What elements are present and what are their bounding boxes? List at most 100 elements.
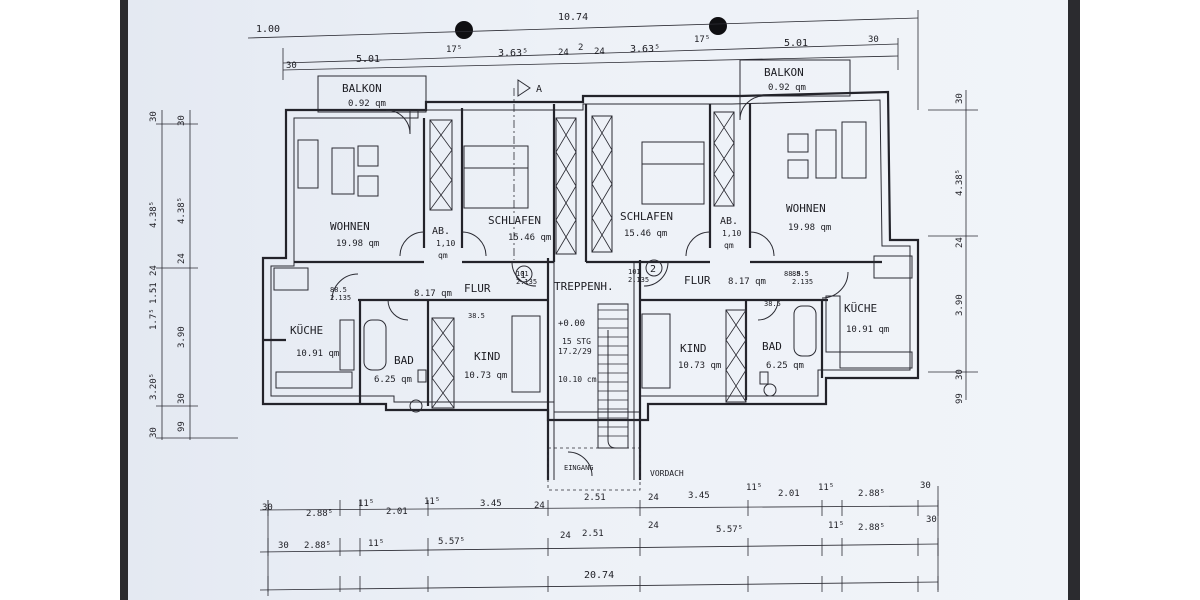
- dim-bottom1-11: 2.01: [778, 489, 800, 499]
- ab-right-area: 1,10: [722, 229, 741, 238]
- door-kueche-left: [331, 273, 359, 301]
- dim-bottom1-9: 3.45: [688, 491, 710, 501]
- dim-bottom1-1: 2.88⁵: [306, 509, 333, 519]
- canopy-outline: [547, 447, 641, 491]
- counter-right-top: [873, 255, 913, 279]
- door-wohnen-right: [749, 231, 775, 257]
- dim-top-1: 5.01: [356, 54, 380, 65]
- door-note-kueche-left-h: 2.135: [330, 294, 351, 302]
- dim-right-0: 30: [955, 93, 965, 104]
- flur-right-area: 8.17 qm: [728, 277, 766, 287]
- stair-width-label: 10.10 cm: [558, 375, 597, 384]
- sink-left: [417, 369, 427, 383]
- dim-right-2: 24: [955, 237, 965, 248]
- dim-bottom1-8: 24: [648, 493, 659, 503]
- dim-bottom-overall: 20.74: [584, 570, 614, 581]
- chair-left-a: [357, 145, 379, 167]
- wohnen-left-name: WOHNEN: [330, 220, 370, 233]
- bed-kind-right: [641, 313, 671, 389]
- schlafen-right-name: SCHLAFEN: [620, 210, 673, 223]
- door-balcony-right: [739, 95, 765, 121]
- door-note-bad-right: 38.5: [764, 300, 781, 308]
- left-dimensions: 30 4.38⁵ 24 1.51 1.7⁵ 3.20⁵ 30 30 4.38⁵ …: [149, 110, 238, 440]
- ab-right-unit: qm: [724, 241, 734, 250]
- dim-left-13: 30: [177, 393, 187, 404]
- door-note-hall-left: 101: [516, 270, 529, 278]
- door-note-kueche-left: 88.5: [330, 286, 347, 294]
- dim-bottom1-3: 2.01: [386, 507, 408, 517]
- dim-bottom2-3: 5.57⁵: [438, 537, 465, 547]
- dim-right-3: 3.90: [955, 294, 965, 316]
- ab-left-area: 1,10: [436, 239, 455, 248]
- sofa-left: [297, 139, 319, 189]
- dim-bottom2-0: 30: [278, 541, 289, 551]
- unit-1-label: 1: [520, 270, 526, 281]
- door-entrance: [567, 451, 593, 477]
- balkon-left-name: BALKON: [342, 82, 382, 95]
- bad-left-name: BAD: [394, 354, 414, 367]
- dim-bottom2-9: 2.88⁵: [858, 523, 885, 533]
- toilet-left: [409, 399, 423, 413]
- bad-right-name: BAD: [762, 340, 782, 353]
- flur-left-name: FLUR: [464, 282, 491, 295]
- wohnen-right-name: WOHNEN: [786, 202, 826, 215]
- stair-notes: +0.00 15 STG 17.2/29 10.10 cm EINGANG VO…: [558, 319, 684, 478]
- entrance-label: EINGANG: [564, 464, 594, 472]
- balkon-right-area: 0.92 qm: [768, 83, 806, 93]
- ab-right-name: AB.: [720, 216, 738, 227]
- schlafen-left-name: SCHLAFEN: [488, 214, 541, 227]
- bed-left: [463, 145, 529, 209]
- dim-left-3: 1.51: [149, 282, 159, 304]
- stair-steps-label: 15 STG: [562, 337, 591, 346]
- schlafen-right-area: 15.46 qm: [624, 229, 667, 239]
- door-note-hall-right-h: 2.135: [628, 276, 649, 284]
- door-bad-left: [387, 299, 409, 321]
- door-note-kueche-right-h: 2.135: [792, 278, 813, 286]
- dim-bottom1-12: 11⁵: [818, 483, 834, 493]
- canopy-label: VORDACH: [650, 469, 684, 478]
- dim-left-9: 30: [177, 115, 187, 126]
- dim-left-7: 30: [149, 427, 159, 438]
- bad-left-area: 6.25 qm: [374, 375, 412, 385]
- table-right: [815, 129, 837, 179]
- toilet-right: [763, 383, 777, 397]
- dim-right-1: 4.38⁵: [955, 169, 965, 196]
- dim-bottom1-0: 30: [262, 503, 273, 513]
- door-note-kind-left: 38.5: [468, 312, 485, 320]
- dim-left-offset: 1.00: [256, 24, 280, 35]
- door-flur-unit1: [511, 261, 537, 287]
- floor-plan: 1.00 10.74 30 5.01 17⁵ 3.63⁵ 24 2 24 3.6…: [149, 10, 978, 596]
- top-dimensions: 1.00 10.74 30 5.01 17⁵ 3.63⁵ 24 2 24 3.6…: [247, 10, 919, 110]
- level-label: +0.00: [558, 319, 585, 329]
- dim-bottom1-6: 24: [534, 501, 545, 511]
- dim-top-5: 2: [578, 43, 583, 53]
- dim-top-9: 5.01: [784, 38, 808, 49]
- counter-left-top: [273, 267, 309, 291]
- dim-bottom2-1: 2.88⁵: [304, 541, 331, 551]
- door-flur-unit2: [643, 261, 669, 287]
- counter-left-side: [339, 319, 355, 371]
- door-note-kueche-right: 88.5: [792, 270, 809, 278]
- unit-2-label: 2: [650, 264, 656, 275]
- bathtub-left: [363, 319, 387, 371]
- dim-bottom1-10: 11⁵: [746, 483, 762, 493]
- furniture: [273, 121, 913, 413]
- wardrobes: [429, 111, 747, 409]
- dim-bottom1-5: 3.45: [480, 499, 502, 509]
- dim-top-6: 24: [594, 47, 605, 57]
- dim-bottom2-4: 24: [560, 531, 571, 541]
- paper-sheet: 1.00 10.74 30 5.01 17⁵ 3.63⁵ 24 2 24 3.6…: [128, 0, 1068, 600]
- sofa-right: [841, 121, 867, 179]
- chair-right-b: [787, 159, 809, 179]
- bed-kind-left: [511, 315, 541, 393]
- door-wohnen-left: [399, 231, 425, 257]
- counter-right-bottom: [839, 351, 913, 369]
- unit-1-marker: [515, 265, 533, 283]
- door-schlafen-left: [461, 231, 487, 257]
- dim-overall-width: 10.74: [558, 12, 588, 23]
- chair-left-b: [357, 175, 379, 197]
- dim-bottom1-14: 30: [920, 481, 931, 491]
- dim-left-11: 24: [177, 253, 187, 264]
- dim-bottom2-10: 30: [926, 515, 937, 525]
- counter-right-side: [825, 295, 841, 353]
